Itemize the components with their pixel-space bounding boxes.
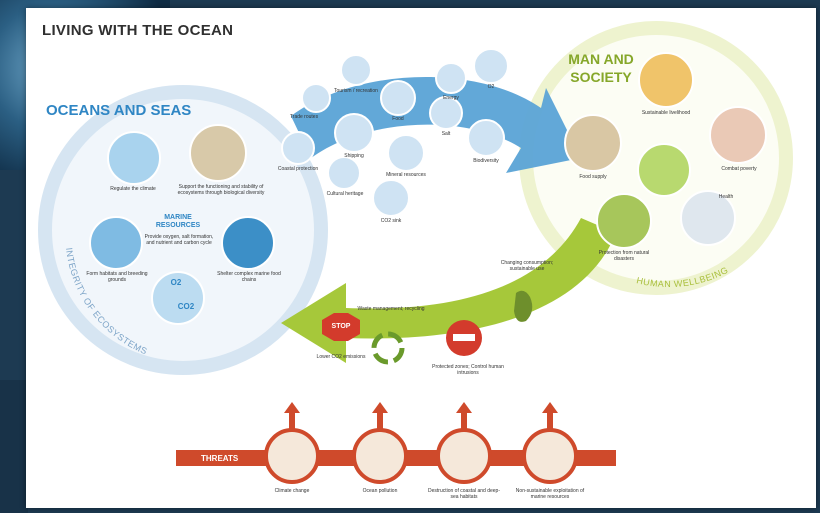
oceans-ring	[38, 85, 328, 375]
lower-co2-label: Lower CO2 emissions	[316, 354, 366, 360]
man-item-label: Combat poverty	[721, 166, 757, 172]
blue-flow-arrow	[291, 76, 581, 173]
co2-label: CO2	[177, 302, 195, 311]
threat-arrows	[284, 402, 558, 431]
diagram-graphics: INTEGRITY OF ECOSYSTEMS HUMAN WELLBEING	[38, 21, 793, 484]
stop-sign-icon	[322, 313, 360, 341]
marine-resources-title: MARINE RESOURCES	[146, 214, 210, 230]
flow-item-label: Shipping	[344, 153, 364, 159]
marine-line1: MARINE	[164, 214, 192, 221]
footprint-icon	[514, 290, 533, 322]
man-title-line2: SOCIETY	[570, 69, 632, 85]
marine-desc: Provide oxygen, salt formation, and nutr…	[144, 234, 214, 246]
flow-item-label: Mineral resources	[386, 172, 426, 178]
flow-item-label: Energy	[443, 95, 459, 101]
man-item-label: Protection from natural disasters	[598, 250, 650, 262]
o2-label: O2	[170, 278, 182, 287]
flow-item-label: Biodiversity	[473, 158, 499, 164]
threat-item-label: Destruction of coastal and deep-sea habi…	[428, 488, 500, 500]
man-item-label: Sustainable livelihood	[641, 110, 691, 116]
threat-item-label: Non-sustainable exploitation of marine r…	[515, 488, 585, 500]
protected-zones-label: Protected zones; Control human intrusion…	[432, 364, 504, 376]
flow-item-label: Tourism / recreation	[334, 88, 378, 94]
threat-circles	[264, 428, 578, 484]
flow-item-label: Cultural heritage	[326, 191, 364, 197]
background-edge	[0, 380, 28, 513]
man-icons	[564, 52, 767, 249]
flow-item-label: CO2 sink	[380, 218, 402, 224]
flow-icons	[281, 48, 509, 217]
recycle-icon	[371, 331, 405, 365]
ocean-item-label: Regulate the climate	[110, 186, 156, 192]
waste-management-label: Waste management; recycling	[357, 306, 425, 312]
threat-item-label: Climate change	[274, 488, 310, 494]
infographic-card: LIVING WITH THE OCEAN	[26, 8, 816, 508]
flow-item-label: Coastal protection	[277, 166, 319, 172]
man-title-line1: MAN AND	[568, 51, 634, 67]
flow-item-label: Trade routes	[289, 114, 319, 120]
oceans-title: OCEANS AND SEAS	[46, 102, 192, 119]
man-item-label: Food supply	[579, 174, 607, 180]
ocean-item-label: Form habitats and breeding grounds	[86, 271, 148, 283]
page-title: LIVING WITH THE OCEAN	[42, 22, 234, 39]
flow-item-label: Food	[392, 116, 404, 122]
man-item-label: Health	[718, 194, 734, 200]
man-title: MAN AND SOCIETY	[546, 50, 656, 86]
ocean-icons	[89, 124, 275, 325]
ocean-item-label: Shelter complex marine food chains	[217, 271, 281, 283]
ocean-item-label: Support the functioning and stability of…	[177, 184, 265, 196]
changing-consumption-label: Changing consumption; sustainable use	[500, 260, 554, 272]
stop-sign-text: STOP	[331, 323, 351, 330]
marine-line2: RESOURCES	[155, 222, 201, 229]
threat-item-label: Ocean pollution	[362, 488, 398, 494]
flow-item-label: Salt	[441, 131, 451, 137]
green-flow-arrow	[281, 218, 616, 363]
flow-item-label: O2	[487, 84, 495, 90]
threats-label: THREATS	[201, 454, 239, 463]
